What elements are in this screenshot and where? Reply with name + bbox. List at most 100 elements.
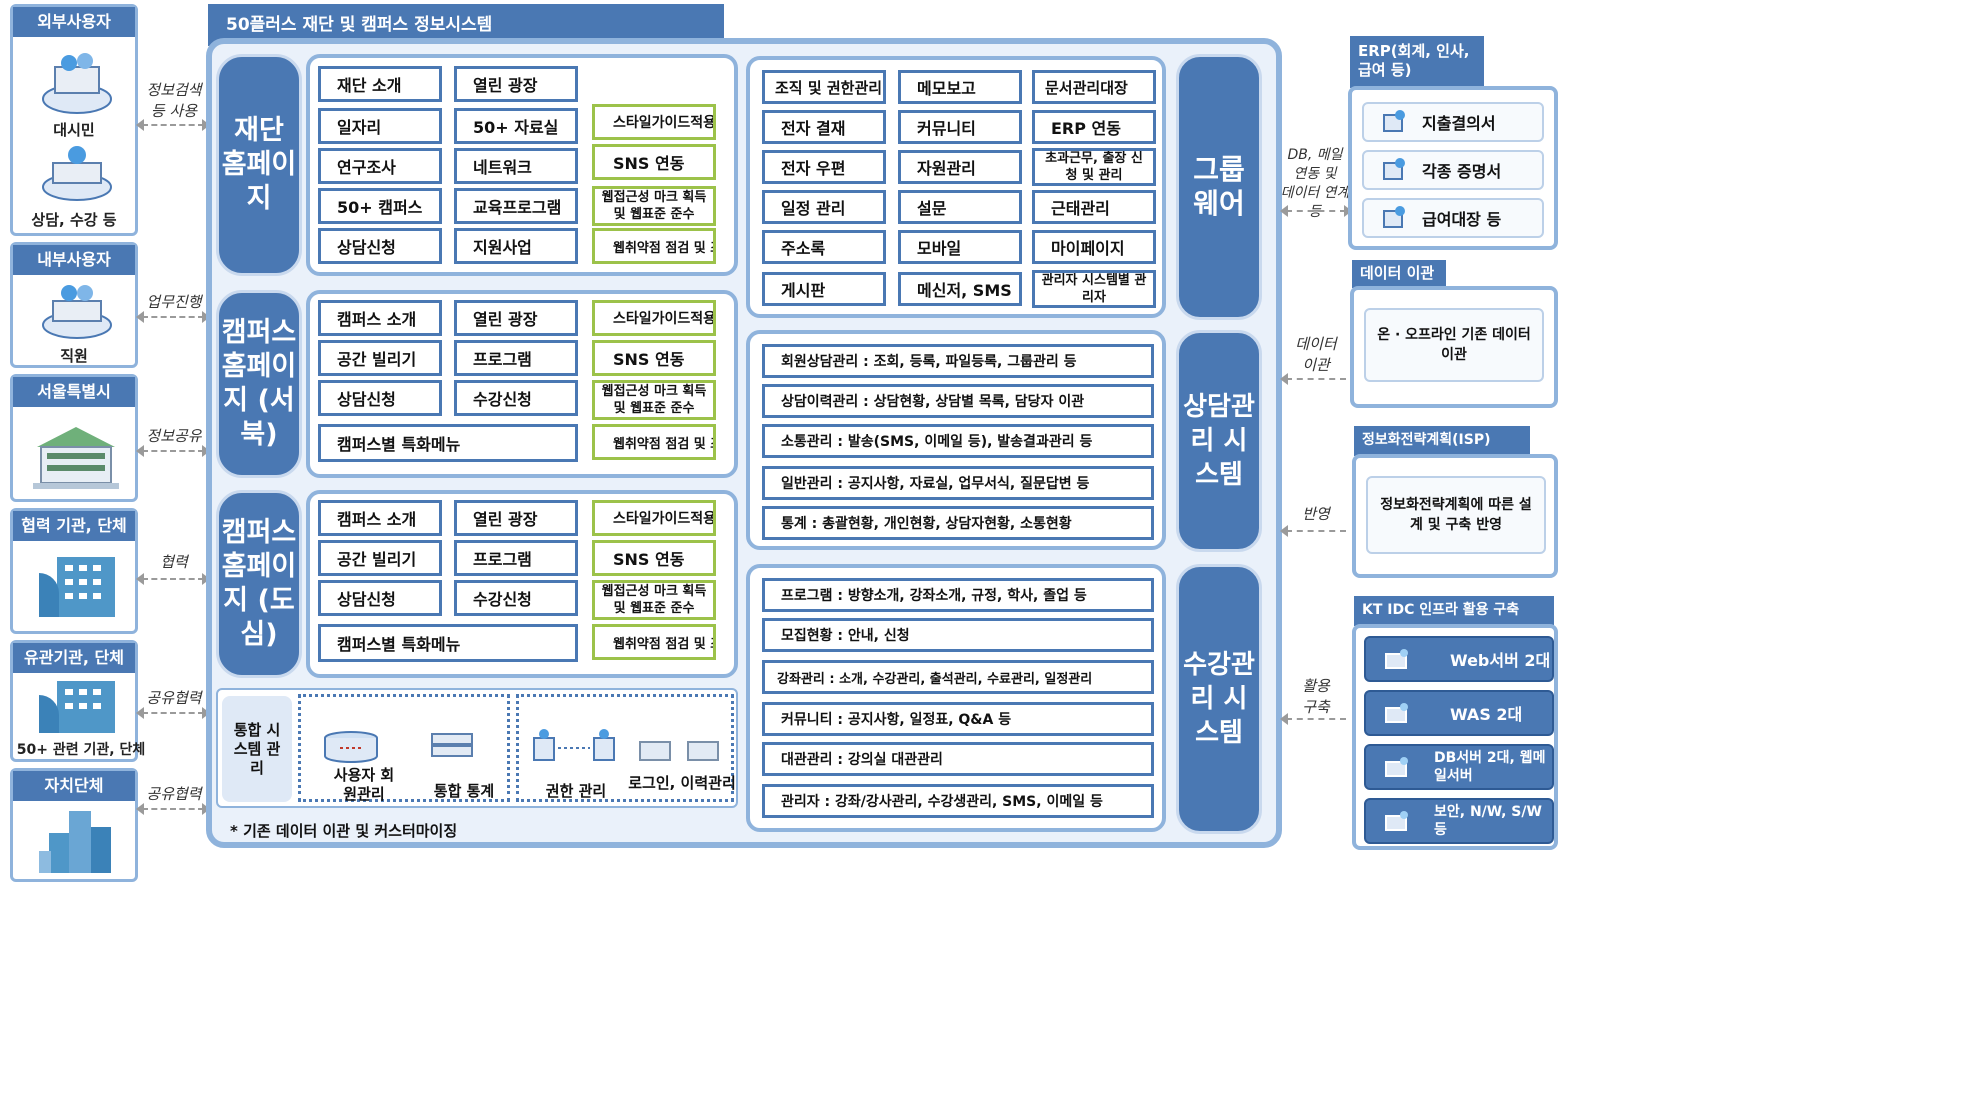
- foundation-menu-item[interactable]: 상담신청: [318, 228, 442, 264]
- groupware-menu-item[interactable]: 메신저, SMS: [898, 272, 1022, 306]
- idc-flow-label: 활용 구축: [1286, 676, 1346, 718]
- integrated-group-a: [298, 694, 510, 802]
- campus-center-menu-item[interactable]: 상담신청: [318, 580, 442, 616]
- groupware-menu-item[interactable]: 메모보고: [898, 70, 1022, 104]
- integrated-item[interactable]: 통합 통계: [433, 782, 495, 800]
- isp-flow-arrow: [1280, 525, 1346, 537]
- foundation-menu-item[interactable]: 연구조사: [318, 148, 442, 184]
- campus-north-menu-item[interactable]: 프로그램: [454, 340, 578, 376]
- campus-north-menu-item[interactable]: 열린 광장: [454, 300, 578, 336]
- groupware-menu-item[interactable]: 일정 관리: [762, 190, 886, 224]
- groupware-menu-item[interactable]: 조직 및 권한관리: [762, 70, 886, 104]
- server-icon: [1385, 703, 1408, 723]
- integrated-item[interactable]: 사용자 회원관리: [333, 766, 395, 803]
- erp-item[interactable]: 각종 증명서: [1362, 150, 1544, 190]
- campus-center-menu-item[interactable]: 프로그램: [454, 540, 578, 576]
- idc-item-label: Web서버 2대: [1450, 651, 1551, 670]
- integrated-item[interactable]: 권한 관리: [545, 782, 607, 800]
- foundation-menu-item[interactable]: 네트워크: [454, 148, 578, 184]
- campus-center-menu-item[interactable]: 캠퍼스 소개: [318, 500, 442, 536]
- groupware-menu-item[interactable]: 주소록: [762, 230, 886, 264]
- campus-north-menu-item[interactable]: 상담신청: [318, 380, 442, 416]
- foundation-feature-item: SNS 연동: [592, 144, 716, 180]
- groupware-menu-item[interactable]: 전자 우편: [762, 150, 886, 184]
- foundation-menu-item[interactable]: 열린 광장: [454, 66, 578, 102]
- migration-flow-line: 이관: [1302, 356, 1330, 374]
- campus-north-feature-item: 스타일가이드적용: [592, 300, 716, 336]
- footnote: * 기존 데이터 이관 및 커스터마이징: [230, 822, 458, 840]
- server-stack-icon: [431, 733, 473, 757]
- erp-item[interactable]: 급여대장 등: [1362, 198, 1544, 238]
- migration-item[interactable]: 온 · 오프라인 기존 데이터 이관: [1364, 308, 1544, 382]
- city-flow-arrow: [136, 445, 210, 457]
- campus-center-menu-item[interactable]: 수강신청: [454, 580, 578, 616]
- isp-flow-label: 반영: [1302, 505, 1330, 523]
- campus-north-menu-item[interactable]: 공간 빌리기: [318, 340, 442, 376]
- foundation-menu-item[interactable]: 교육프로그램: [454, 188, 578, 224]
- idc-item-label: WAS 2대: [1450, 705, 1523, 724]
- groupware-menu-item[interactable]: 커뮤니티: [898, 110, 1022, 144]
- isp-header: 정보화전략계획(ISP): [1354, 426, 1530, 456]
- server-icon: [1385, 649, 1408, 669]
- erp-item-label: 급여대장 등: [1422, 210, 1502, 229]
- course-row[interactable]: 관리자 : 강좌/강사관리, 수강생관리, SMS, 이메일 등: [762, 784, 1154, 818]
- isp-item[interactable]: 정보화전략계획에 따른 설계 및 구축 반영: [1366, 476, 1546, 554]
- local-flow-arrow: [136, 803, 210, 815]
- idc-item[interactable]: DB서버 2대, 웹메일서버: [1364, 744, 1554, 790]
- staff-label: 직원: [60, 347, 88, 365]
- groupware-menu-item[interactable]: 설문: [898, 190, 1022, 224]
- external-flow-line1: 정보검색: [146, 81, 202, 99]
- groupware-menu-item[interactable]: 게시판: [762, 272, 886, 306]
- consulting-row[interactable]: 회원상담관리 : 조회, 등록, 파일등록, 그룹관리 등: [762, 344, 1154, 378]
- groupware-menu-item[interactable]: 문서관리대장: [1032, 70, 1156, 104]
- external-flow-label: 정보검색 등 사용: [142, 80, 206, 122]
- groupware-menu-item[interactable]: 자원관리: [898, 150, 1022, 184]
- course-row[interactable]: 커뮤니티 : 공지사항, 일정표, Q&A 등: [762, 702, 1154, 736]
- foundation-menu-item[interactable]: 50+ 캠퍼스: [318, 188, 442, 224]
- groupware-menu-item[interactable]: 관리자 시스템별 관리자: [1032, 270, 1156, 308]
- groupware-menu-item[interactable]: 전자 결재: [762, 110, 886, 144]
- campus-north-menu-item[interactable]: 수강신청: [454, 380, 578, 416]
- campus-center-menu-item[interactable]: 공간 빌리기: [318, 540, 442, 576]
- foundation-menu-item[interactable]: 50+ 자료실: [454, 108, 578, 144]
- idc-item[interactable]: Web서버 2대: [1364, 636, 1554, 682]
- campus-center-special-menu[interactable]: 캠퍼스별 특화메뉴: [318, 624, 578, 662]
- consulting-row[interactable]: 소통관리 : 발송(SMS, 이메일 등), 발송결과관리 등: [762, 424, 1154, 458]
- groupware-menu-item[interactable]: 마이페이지: [1032, 230, 1156, 264]
- course-row[interactable]: 강좌관리 : 소개, 수강관리, 출석관리, 수료관리, 일정관리: [762, 660, 1154, 694]
- idc-item[interactable]: 보안, N/W, S/W 등: [1364, 798, 1554, 844]
- consulting-row[interactable]: 상담이력관리 : 상담현황, 상담별 목록, 담당자 이관: [762, 384, 1154, 418]
- campus-north-feature-item: 웹접근성 마크 획득 및 웹표준 준수: [592, 380, 716, 420]
- course-row[interactable]: 프로그램 : 방향소개, 강좌소개, 규정, 학사, 졸업 등: [762, 578, 1154, 612]
- integrated-item[interactable]: 로그인, 이력관리: [628, 774, 736, 792]
- related-building-icon: [39, 681, 115, 733]
- document-icon: [1383, 158, 1405, 180]
- groupware-menu-item[interactable]: 모바일: [898, 230, 1022, 264]
- consulting-row[interactable]: 통계 : 총괄현황, 개인현황, 상담자현황, 소통현황: [762, 506, 1154, 540]
- idc-item[interactable]: WAS 2대: [1364, 690, 1554, 736]
- erp-item-label: 지출결의서: [1422, 114, 1496, 133]
- local-gov-panel: 자치단체: [10, 768, 138, 882]
- groupware-menu-item[interactable]: 초과근무, 출장 신청 및 관리: [1032, 148, 1156, 186]
- city-hall-icon: [33, 427, 119, 489]
- groupware-menu-item[interactable]: ERP 연동: [1032, 110, 1156, 144]
- campus-north-menu-item[interactable]: 캠퍼스 소개: [318, 300, 442, 336]
- partner-flow-label: 협력: [160, 553, 188, 571]
- erp-item[interactable]: 지출결의서: [1362, 102, 1544, 142]
- document-icon: [1383, 110, 1405, 132]
- foundation-menu-item[interactable]: 일자리: [318, 108, 442, 144]
- erp-flow-line: 연동 및: [1293, 166, 1337, 182]
- migration-flow-label: 데이터 이관: [1286, 334, 1346, 376]
- foundation-menu-item[interactable]: 지원사업: [454, 228, 578, 264]
- internal-users-header: 내부사용자: [13, 245, 135, 275]
- course-row[interactable]: 대관관리 : 강의실 대관관리: [762, 742, 1154, 776]
- citizen-label: 대시민: [53, 121, 95, 139]
- staff-icon: [42, 285, 112, 339]
- course-row[interactable]: 모집현황 : 안내, 신청: [762, 618, 1154, 652]
- consulting-row[interactable]: 일반관리 : 공지사항, 자료실, 업무서식, 질문답변 등: [762, 466, 1154, 500]
- foundation-menu-item[interactable]: 재단 소개: [318, 66, 442, 102]
- groupware-menu-item[interactable]: 근태관리: [1032, 190, 1156, 224]
- campus-north-special-menu[interactable]: 캠퍼스별 특화메뉴: [318, 424, 578, 462]
- campus-center-menu-item[interactable]: 열린 광장: [454, 500, 578, 536]
- internal-flow-label: 업무진행: [146, 293, 202, 311]
